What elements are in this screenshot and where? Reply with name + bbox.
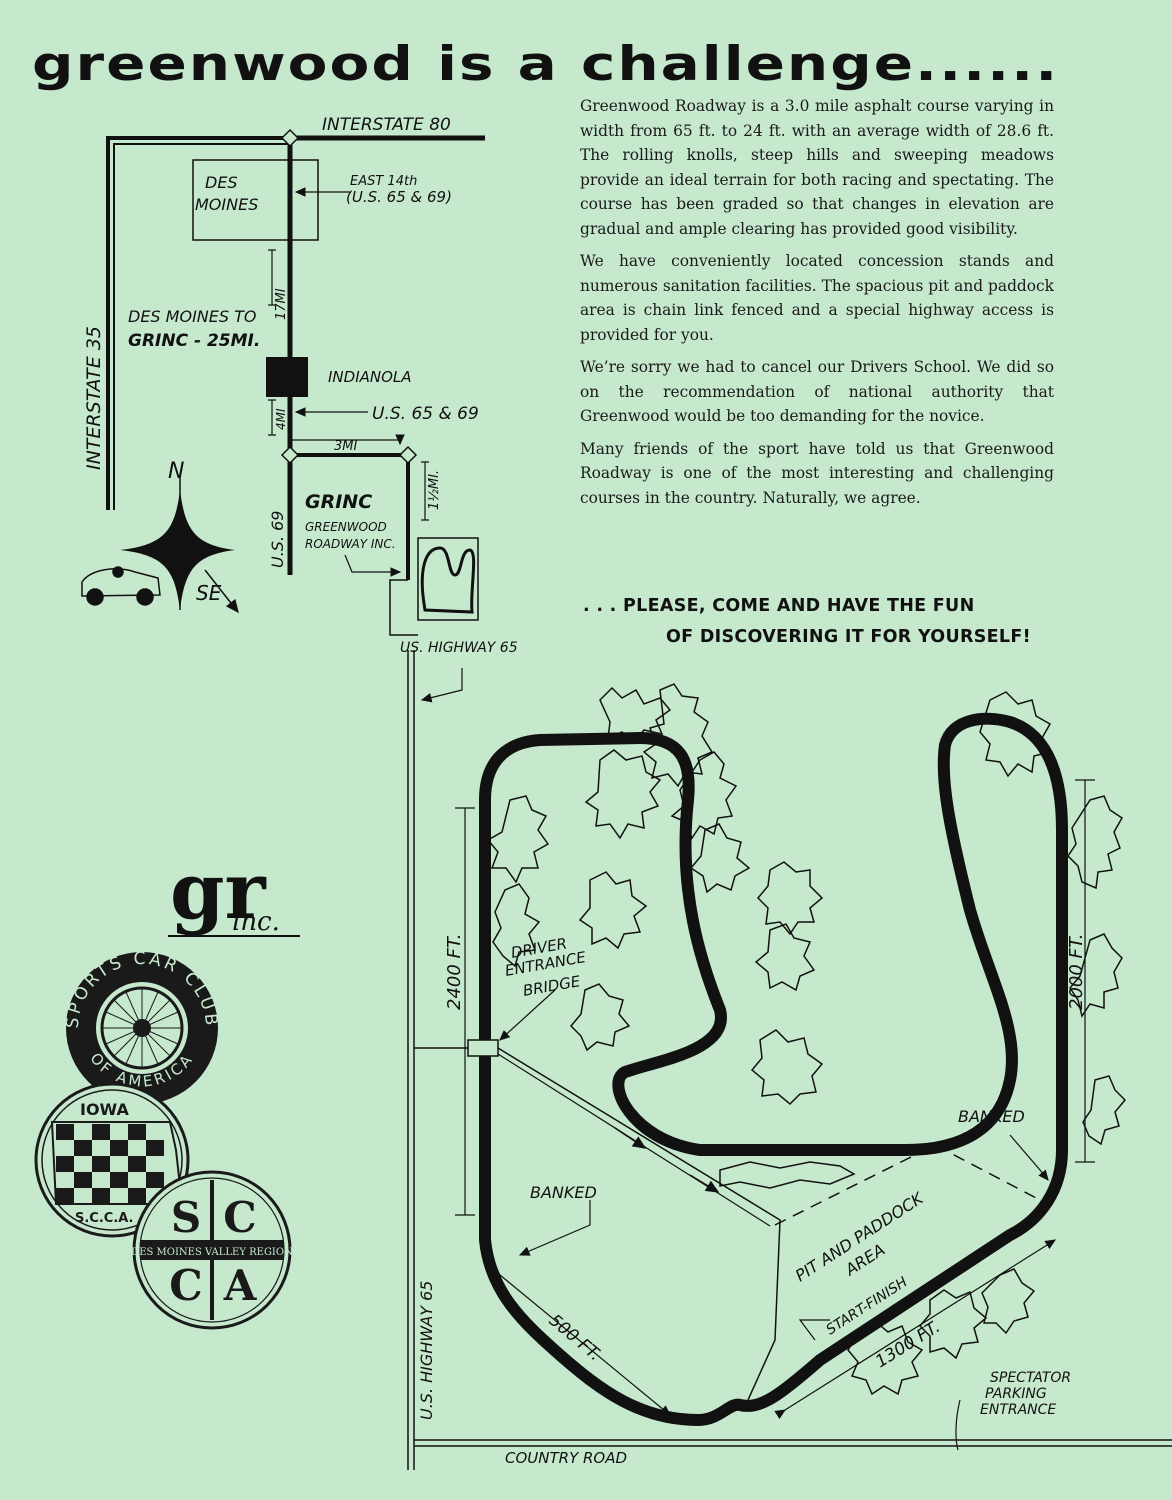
gr-letters: gr <box>170 846 267 937</box>
label-parking: PARKING <box>985 1386 1047 1402</box>
compass-icon <box>120 490 235 610</box>
label-1-5mi: 1½MI. <box>427 470 442 510</box>
iowa-text: IOWA <box>80 1100 129 1119</box>
label-roadway-inc: ROADWAY INC. <box>305 537 396 551</box>
scca-letter-a: A <box>223 1261 258 1310</box>
scca-letter-c1: C <box>223 1193 256 1242</box>
paragraph-friends: Many friends of the sport have told us t… <box>580 439 1054 507</box>
label-2000ft: 2000 FT. <box>1066 934 1087 1010</box>
label-3mi: 3MI <box>334 439 357 454</box>
label-2400ft: 2400 FT. <box>444 934 465 1010</box>
label-interstate-35: INTERSTATE 35 <box>83 326 105 470</box>
scca-letter-s: S <box>171 1193 201 1242</box>
label-banked-right: BANKED <box>958 1107 1025 1126</box>
paragraph-drivers-school: We’re sorry we had to cancel our Drivers… <box>580 358 1054 425</box>
label-dm-to: DES MOINES TO <box>128 307 256 326</box>
region-text: DES MOINES VALLEY REGION <box>131 1247 293 1258</box>
gr-inc-logo: gr inc. <box>168 846 300 937</box>
label-country-road: COUNTRY ROAD <box>505 1449 627 1467</box>
iowa-scca-logo: IOWA S.C.C.A. <box>34 1082 190 1238</box>
label-4mi: 4MI <box>274 408 288 430</box>
label-us-65-69-top: (U.S. 65 & 69) <box>346 188 452 206</box>
label-17mi: 17MI <box>274 288 289 320</box>
map-labels: INTERSTATE 80 INTERSTATE 35 DES MOINES E… <box>83 115 518 656</box>
bridge-icon <box>467 1039 499 1057</box>
gr-inc-text: inc. <box>232 907 280 937</box>
road-map <box>81 128 1172 1470</box>
label-des: DES <box>205 173 238 192</box>
cta-line-2: OF DISCOVERING IT FOR YOURSELF! <box>666 627 1031 647</box>
label-banked-left: BANKED <box>530 1183 597 1202</box>
paragraph-facilities: We have conveniently located concession … <box>580 252 1054 344</box>
label-us-highway-65: U.S. HIGHWAY 65 <box>417 1281 436 1421</box>
label-moines: MOINES <box>195 195 258 214</box>
scca-letter-c2: C <box>169 1261 202 1310</box>
label-southeast: SE <box>196 581 222 605</box>
race-track <box>479 712 1068 1426</box>
label-interstate-80: INTERSTATE 80 <box>322 115 451 135</box>
label-indianola: INDIANOLA <box>328 368 412 386</box>
sccoa-logo: SPORTS CAR CLUB OF AMERICA <box>63 949 218 1104</box>
headline: greenwood is a challenge...... <box>32 35 1060 92</box>
body-text: Greenwood Roadway is a 3.0 mile asphalt … <box>580 94 1054 518</box>
label-spectator: SPECTATOR <box>990 1370 1071 1386</box>
label-grinc: GRINC <box>305 491 372 513</box>
scca-region-logo: DES MOINES VALLEY REGION S C C A <box>131 1170 293 1330</box>
label-us-highway-65-map: US. HIGHWAY 65 <box>400 640 518 656</box>
label-greenwood: GREENWOOD <box>305 520 387 534</box>
track-labels: 2400 FT. 2000 FT. 500 FT. 1300 FT. DRIVE… <box>417 934 1087 1467</box>
label-parking-entrance: ENTRANCE <box>980 1402 1056 1418</box>
scca-small-text: S.C.C.A. <box>75 1211 134 1226</box>
tree-clusters <box>486 683 1127 1396</box>
label-us-69: U.S. 69 <box>268 511 287 568</box>
label-east-14: EAST 14th <box>350 174 417 189</box>
cta-line-1: . . . PLEASE, COME AND HAVE THE FUN <box>583 596 975 616</box>
label-bridge: BRIDGE <box>522 972 583 1000</box>
paragraph-course: Greenwood Roadway is a 3.0 mile asphalt … <box>580 97 1054 238</box>
label-north: N <box>168 459 184 484</box>
track-map <box>414 683 1127 1451</box>
label-grinc-25: GRINC - 25MI. <box>128 331 260 351</box>
label-us-65-69: U.S. 65 & 69 <box>372 404 479 424</box>
race-car-icon <box>81 566 161 606</box>
